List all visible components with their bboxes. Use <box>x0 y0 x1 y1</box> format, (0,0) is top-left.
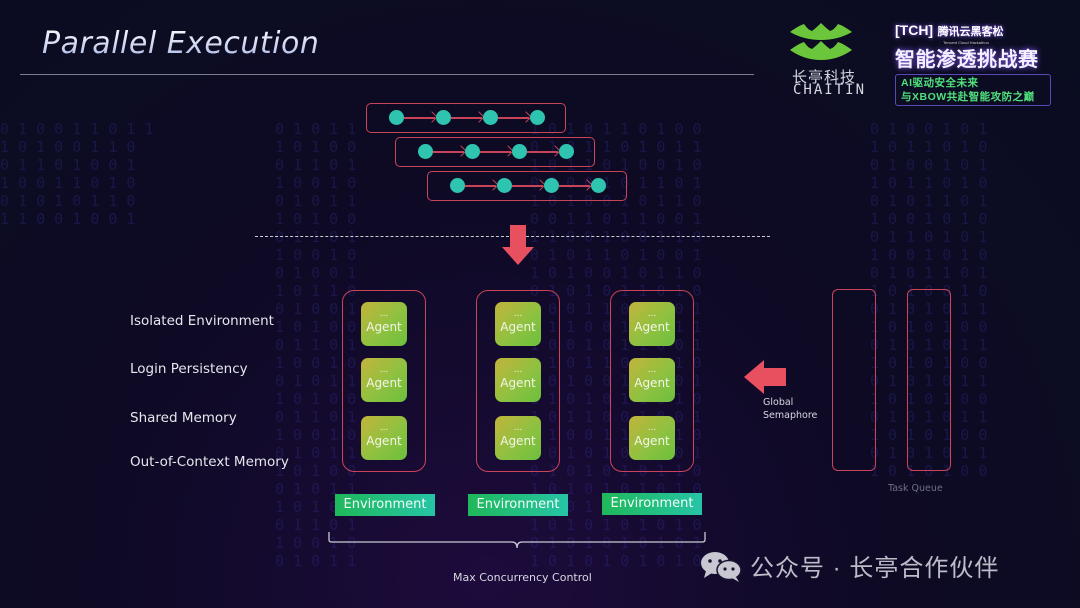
task-node <box>418 144 433 159</box>
logo-cn-text: 长亭科技 <box>792 69 857 86</box>
agent-dots: ... <box>647 365 657 375</box>
task-edge-arrow <box>404 117 435 119</box>
task-node <box>591 178 606 193</box>
semaphore-line-2: Semaphore <box>763 410 818 421</box>
agent-label: Agent <box>634 320 670 334</box>
agent-card: ...Agent <box>629 416 675 460</box>
slide-title: Parallel Execution <box>42 26 320 61</box>
task-node <box>436 110 451 125</box>
task-node <box>512 144 527 159</box>
logo-en-text: CHAITIN <box>793 82 867 98</box>
event-slogan-box: AI驱动安全未来 与XBOW共赴智能攻防之巅 <box>895 74 1051 106</box>
agent-card: ...Agent <box>629 302 675 346</box>
title-divider <box>20 74 754 75</box>
event-slogan-2: 与XBOW共赴智能攻防之巅 <box>901 91 1035 103</box>
task-chain <box>427 171 627 201</box>
feature-label: Out-of-Context Memory <box>130 454 289 470</box>
task-queue-column <box>832 289 876 471</box>
agent-card: ...Agent <box>495 358 541 402</box>
task-edge-arrow <box>451 117 482 119</box>
task-node <box>465 144 480 159</box>
agent-label: Agent <box>634 434 670 448</box>
event-name: 智能渗透挑战赛 <box>895 49 1039 71</box>
feature-label: Login Persistency <box>130 361 248 377</box>
task-chain <box>395 137 595 167</box>
task-edge-arrow <box>559 185 590 187</box>
event-org-en: Tencent Cloud Hackathon <box>943 40 989 45</box>
task-node <box>530 110 545 125</box>
hackathon-badge: [TCH] 腾讯云黑客松 Tencent Cloud Hackathon 智能渗… <box>895 22 1055 106</box>
environment-label: Environment <box>468 494 568 516</box>
environment-container: ...Agent ...Agent ...Agent <box>610 290 694 472</box>
agent-dots: ... <box>379 423 389 433</box>
agent-label: Agent <box>634 376 670 390</box>
watermark-text: 公众号 · 长亭合作伙伴 <box>750 555 1000 582</box>
agent-card: ...Agent <box>629 358 675 402</box>
task-queue-column <box>907 289 951 471</box>
agent-dots: ... <box>513 309 523 319</box>
agent-card: ...Agent <box>495 302 541 346</box>
task-node <box>559 144 574 159</box>
concurrency-brace <box>328 532 706 549</box>
agent-dots: ... <box>647 309 657 319</box>
event-org: 腾讯云黑客松 <box>937 26 1004 38</box>
task-queue-label: Task Queue <box>888 483 943 494</box>
task-node <box>544 178 559 193</box>
event-slogan-1: AI驱动安全未来 <box>901 77 979 89</box>
task-node <box>450 178 465 193</box>
task-chain <box>366 103 566 133</box>
agent-dots: ... <box>513 423 523 433</box>
task-edge-arrow <box>512 185 543 187</box>
agent-dots: ... <box>647 423 657 433</box>
feature-label: Isolated Environment <box>130 313 274 329</box>
task-node <box>483 110 498 125</box>
task-edge-arrow <box>465 185 496 187</box>
concurrency-label: Max Concurrency Control <box>453 571 592 584</box>
environment-container: ...Agent ...Agent ...Agent <box>342 290 426 472</box>
semaphore-line-1: Global <box>763 397 794 408</box>
left-arrow-icon <box>744 360 786 394</box>
down-arrow-icon <box>502 225 534 265</box>
agent-card: ...Agent <box>361 358 407 402</box>
task-edge-arrow <box>498 117 529 119</box>
agent-label: Agent <box>500 320 536 334</box>
agent-dots: ... <box>379 309 389 319</box>
agent-label: Agent <box>500 376 536 390</box>
agent-label: Agent <box>366 376 402 390</box>
event-tag: [TCH] <box>895 22 934 38</box>
task-edge-arrow <box>480 151 511 153</box>
agent-label: Agent <box>500 434 536 448</box>
task-edge-arrow <box>433 151 464 153</box>
environment-container: ...Agent ...Agent ...Agent <box>476 290 560 472</box>
agent-label: Agent <box>366 434 402 448</box>
chaitin-crown-icon <box>790 23 852 60</box>
environment-label: Environment <box>335 494 435 516</box>
task-edge-arrow <box>527 151 558 153</box>
task-node <box>389 110 404 125</box>
agent-card: ...Agent <box>361 302 407 346</box>
wechat-icon <box>701 551 742 582</box>
agent-card: ...Agent <box>495 416 541 460</box>
agent-dots: ... <box>379 365 389 375</box>
semaphore-label: Global Semaphore <box>763 396 817 422</box>
agent-card: ...Agent <box>361 416 407 460</box>
agent-label: Agent <box>366 320 402 334</box>
agent-dots: ... <box>513 365 523 375</box>
feature-label: Shared Memory <box>130 410 237 426</box>
environment-label: Environment <box>602 493 702 515</box>
task-node <box>497 178 512 193</box>
wechat-watermark: 公众号 · 长亭合作伙伴 <box>700 548 999 583</box>
